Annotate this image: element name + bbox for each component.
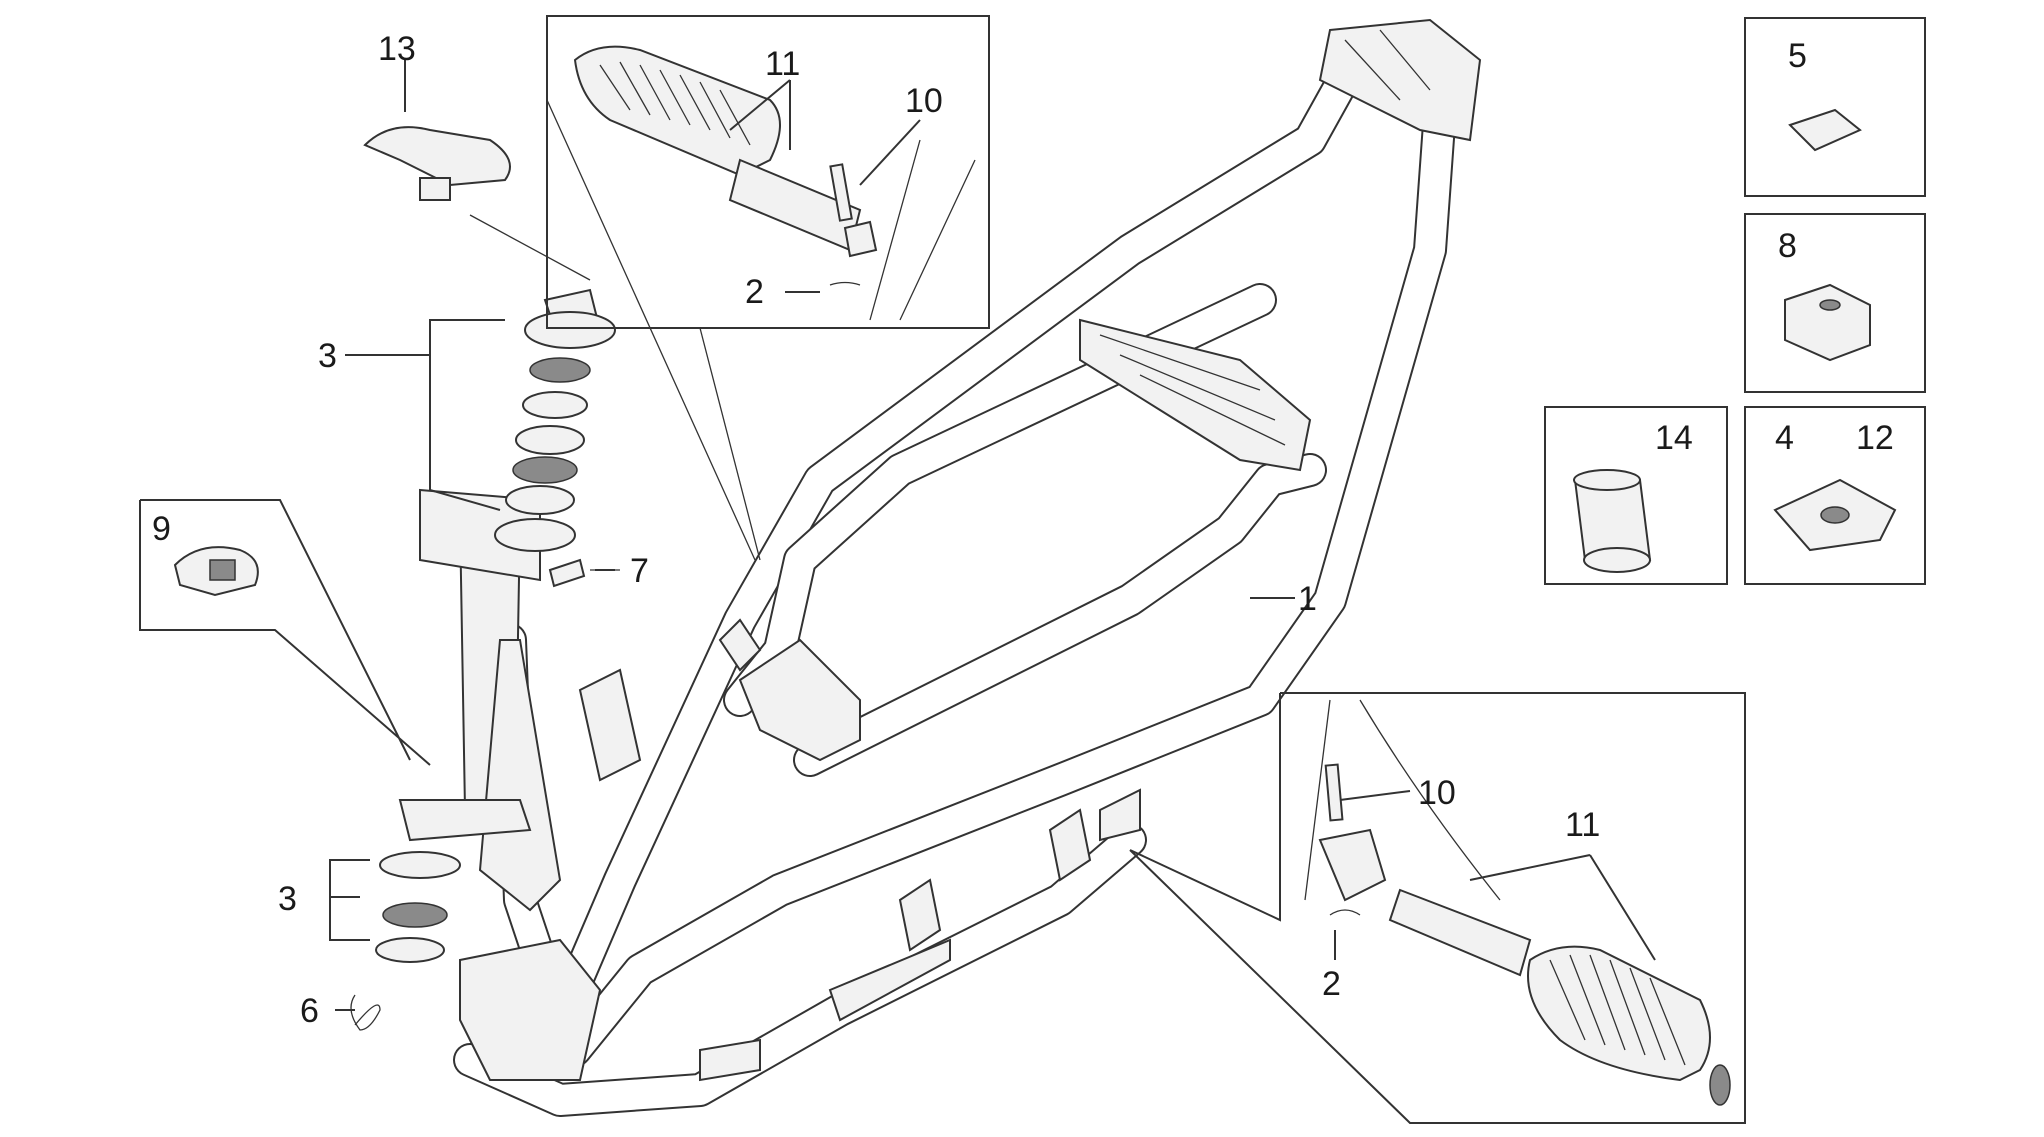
callout-4: 4	[1775, 419, 1794, 457]
part-3-bearing-stack-top	[494, 288, 616, 552]
detail-box-top-footrest	[546, 15, 990, 561]
callout-11-top: 11	[765, 45, 800, 83]
detail-box-part-5	[1744, 17, 1926, 197]
callout-2-bottom: 2	[1322, 965, 1341, 1003]
leader-lines	[329, 60, 1656, 1011]
callout-8: 8	[1778, 227, 1797, 265]
part-13-steering-cover	[363, 126, 591, 281]
callout-7: 7	[630, 552, 649, 590]
callout-10-bottom: 10	[1418, 774, 1456, 812]
callout-14: 14	[1655, 419, 1693, 457]
callout-5: 5	[1788, 37, 1807, 75]
callout-11-bottom: 11	[1565, 806, 1600, 844]
detail-box-bottom-footrest	[1129, 692, 1746, 1124]
main-frame	[398, 18, 1482, 1117]
detail-box-part-4-12	[1744, 406, 1926, 585]
part-7-bolt	[548, 558, 620, 588]
part-3-bearing-stack-bottom	[375, 851, 461, 963]
callout-1: 1	[1298, 580, 1317, 618]
part-6-clip	[350, 994, 381, 1031]
detail-box-part-14	[1544, 406, 1728, 585]
callout-9: 9	[152, 510, 171, 548]
callout-12: 12	[1856, 419, 1894, 457]
callout-3-bottom: 3	[278, 880, 297, 918]
callout-2-top: 2	[745, 273, 764, 311]
callout-labels: 1 2 2 3 3 4 5 6 7 8 9 10 10 11 11 12 13 …	[152, 30, 1894, 1030]
detail-box-part-8	[1744, 213, 1926, 393]
detail-box-part-9	[139, 499, 431, 766]
callout-13: 13	[378, 30, 416, 68]
callout-10-top: 10	[905, 82, 943, 120]
callout-3-top: 3	[318, 337, 337, 375]
callout-6: 6	[300, 992, 319, 1030]
